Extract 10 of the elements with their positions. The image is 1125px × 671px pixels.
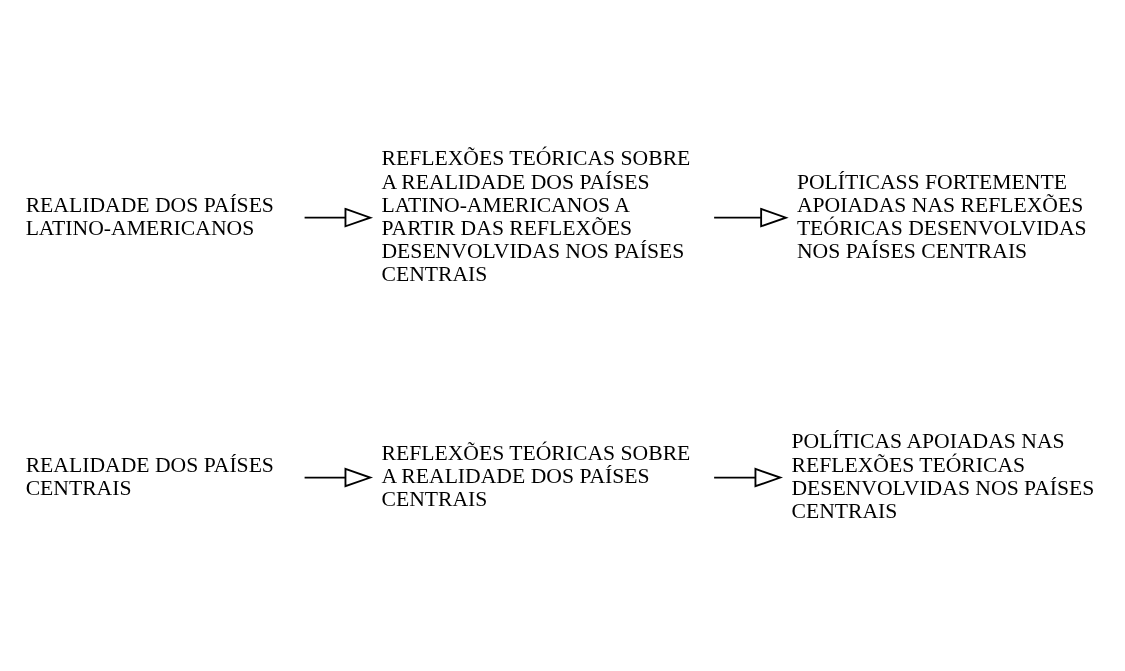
node-text: REALIDADE DOS PAÍSES LATINO-AMERICANOS <box>25 192 274 240</box>
node-text: REFLEXÕES TEÓRICAS SOBRE A REALIDADE DOS PAÍSES LATINO-AMERICANOS A PARTIR DAS REFLEXÕES DESENVOLVIDAS NOS PAÍSES CENTRAIS <box>381 145 691 286</box>
node-text: POLÍTICAS APOIADAS NAS REFLEXÕES TEÓRICAS DESENVOLVIDAS NOS PAÍSES CENTRAIS <box>791 428 1095 523</box>
node-text: REFLEXÕES TEÓRICAS SOBRE A REALIDADE DOS PAÍSES CENTRAIS <box>381 440 691 511</box>
arrow <box>713 207 789 228</box>
node-text: REALIDADE DOS PAÍSES CENTRAIS <box>25 452 274 500</box>
arrow <box>303 207 374 228</box>
arrow <box>303 467 374 488</box>
node-text: POLÍTICASS FORTEMENTE APOIADAS NAS REFLEXÕES TEÓRICAS DESENVOLVIDAS NOS PAÍSES CENTRAIS <box>796 169 1087 263</box>
arrow <box>713 467 783 488</box>
